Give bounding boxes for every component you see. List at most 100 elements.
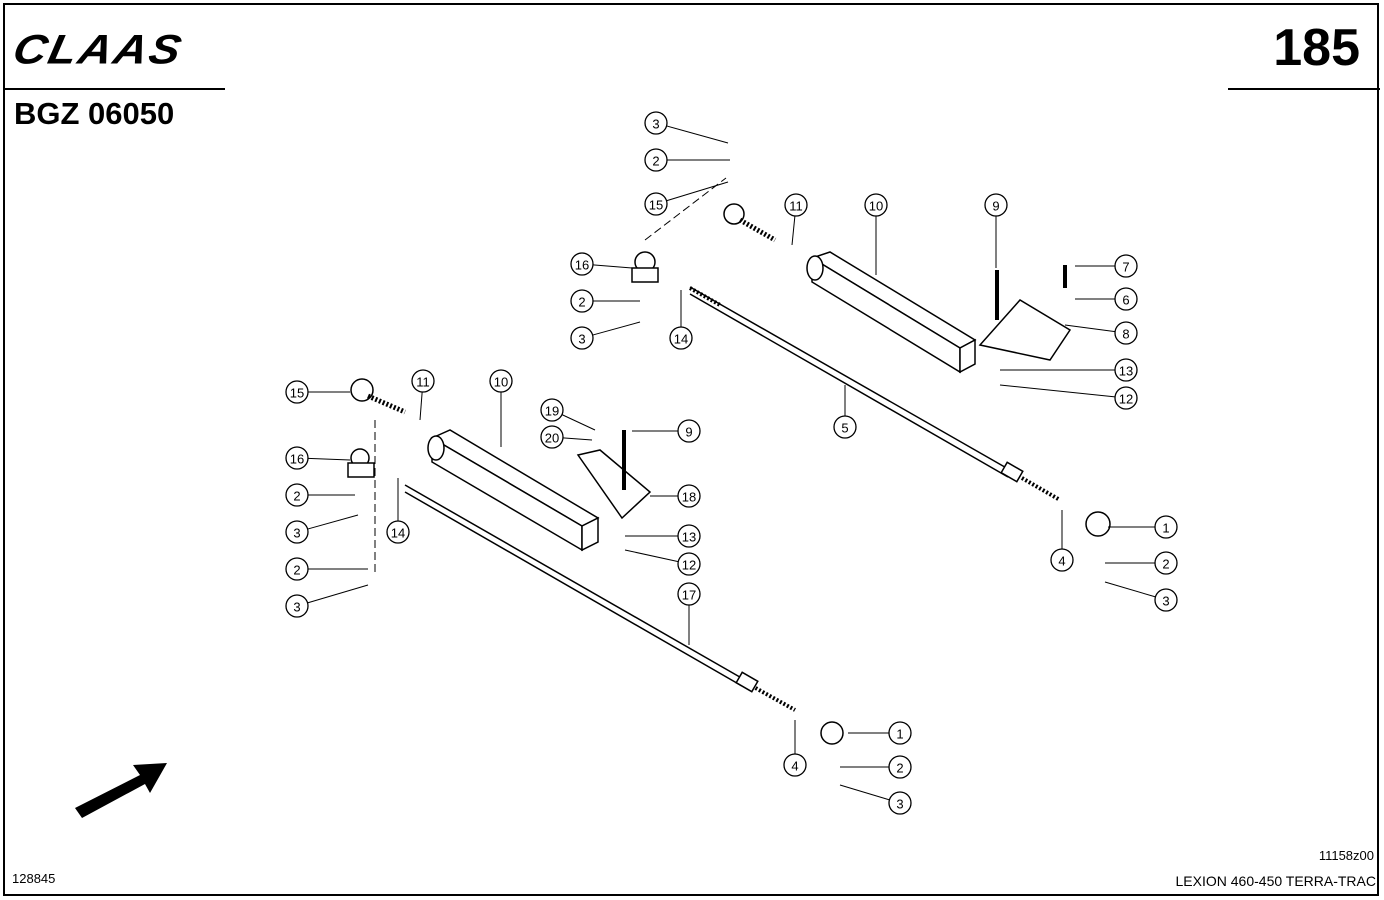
callout-2[interactable]: 2 bbox=[644, 148, 730, 172]
callout-3[interactable]: 3 bbox=[839, 784, 912, 815]
callout-7[interactable]: 7 bbox=[1075, 254, 1138, 278]
callout-9[interactable]: 9 bbox=[632, 419, 701, 443]
callout-16[interactable]: 16 bbox=[285, 446, 351, 470]
callout-15[interactable]: 15 bbox=[644, 181, 729, 216]
callout-14[interactable]: 14 bbox=[669, 290, 693, 350]
callout-2[interactable]: 2 bbox=[1105, 551, 1178, 575]
callout-number: 3 bbox=[578, 332, 585, 347]
callout-13[interactable]: 13 bbox=[1000, 358, 1138, 382]
callout-10[interactable]: 10 bbox=[489, 369, 513, 447]
callout-number: 11 bbox=[789, 199, 803, 214]
callout-2[interactable]: 2 bbox=[285, 483, 355, 507]
callout-9[interactable]: 9 bbox=[984, 193, 1008, 268]
callout-12[interactable]: 12 bbox=[999, 384, 1138, 410]
callout-20[interactable]: 20 bbox=[540, 425, 593, 449]
callout-15[interactable]: 15 bbox=[285, 380, 350, 404]
callout-number: 9 bbox=[992, 199, 999, 214]
callout-circle bbox=[677, 582, 701, 606]
callout-2[interactable]: 2 bbox=[840, 755, 912, 779]
callout-number: 3 bbox=[1162, 594, 1169, 609]
callout-number: 10 bbox=[494, 375, 508, 390]
callout-circle bbox=[411, 369, 435, 393]
callout-2[interactable]: 2 bbox=[285, 557, 368, 581]
callout-circle bbox=[644, 111, 668, 135]
callout-number: 3 bbox=[896, 797, 903, 812]
callout-16[interactable]: 16 bbox=[570, 252, 633, 276]
ball-joint bbox=[723, 203, 745, 225]
callout-4[interactable]: 4 bbox=[1050, 510, 1074, 572]
callout-number: 15 bbox=[290, 386, 304, 401]
callout-circle bbox=[1050, 548, 1074, 572]
leader-line bbox=[419, 391, 423, 421]
callout-14[interactable]: 14 bbox=[386, 478, 410, 544]
callout-circle bbox=[1114, 287, 1138, 311]
callout-11[interactable]: 11 bbox=[411, 369, 435, 421]
callout-number: 3 bbox=[293, 600, 300, 615]
callout-2[interactable]: 2 bbox=[570, 289, 640, 313]
callout-circle bbox=[677, 524, 701, 548]
callout-18[interactable]: 18 bbox=[650, 484, 701, 508]
callout-6[interactable]: 6 bbox=[1075, 287, 1138, 311]
image-reference: 11158z00 bbox=[1318, 848, 1374, 863]
callout-1[interactable]: 1 bbox=[1108, 515, 1178, 539]
callout-number: 2 bbox=[293, 489, 300, 504]
ball-joint bbox=[1085, 511, 1111, 537]
callout-1[interactable]: 1 bbox=[848, 721, 912, 745]
callout-19[interactable]: 19 bbox=[540, 398, 596, 431]
callout-3[interactable]: 3 bbox=[644, 111, 729, 144]
callout-circle bbox=[285, 557, 309, 581]
callout-circle bbox=[540, 425, 564, 449]
callout-13[interactable]: 13 bbox=[625, 524, 701, 548]
callout-circle bbox=[669, 326, 693, 350]
leader-line bbox=[666, 181, 729, 202]
callout-4[interactable]: 4 bbox=[783, 720, 807, 777]
callout-circle bbox=[489, 369, 513, 393]
callout-5[interactable]: 5 bbox=[833, 385, 857, 439]
callout-number: 16 bbox=[575, 258, 589, 273]
callout-circle bbox=[784, 193, 808, 217]
leader-line bbox=[624, 549, 679, 563]
header-divider bbox=[3, 88, 225, 90]
callout-12[interactable]: 12 bbox=[624, 549, 701, 576]
upper-cylinder bbox=[806, 251, 977, 374]
callout-8[interactable]: 8 bbox=[1064, 321, 1138, 345]
callout-number: 15 bbox=[649, 198, 663, 213]
callout-number: 2 bbox=[578, 295, 585, 310]
callout-number: 18 bbox=[682, 490, 696, 505]
callout-number: 6 bbox=[1122, 293, 1129, 308]
callout-3[interactable]: 3 bbox=[570, 321, 641, 350]
leader-line bbox=[999, 384, 1116, 398]
callout-number: 8 bbox=[1122, 327, 1129, 342]
leader-line bbox=[307, 457, 351, 461]
callout-11[interactable]: 11 bbox=[784, 193, 808, 246]
callout-number: 4 bbox=[1058, 554, 1065, 569]
callout-circle bbox=[677, 484, 701, 508]
leader-line bbox=[561, 414, 596, 431]
callout-3[interactable]: 3 bbox=[285, 584, 369, 618]
callout-number: 13 bbox=[682, 530, 696, 545]
callout-number: 12 bbox=[682, 558, 696, 573]
lower-bracket bbox=[576, 449, 652, 520]
callout-circle bbox=[1114, 321, 1138, 345]
callout-circle bbox=[833, 415, 857, 439]
drawing-frame bbox=[3, 3, 1379, 896]
callout-number: 11 bbox=[416, 375, 430, 390]
callout-number: 14 bbox=[674, 332, 688, 347]
arrow-icon bbox=[75, 763, 167, 818]
callout-circle bbox=[1154, 588, 1178, 612]
machine-model: LEXION 460-450 TERRA-TRAC bbox=[1175, 873, 1376, 889]
callout-10[interactable]: 10 bbox=[864, 193, 888, 275]
callout-number: 17 bbox=[682, 588, 696, 603]
callout-circle bbox=[386, 520, 410, 544]
ball-joint bbox=[350, 378, 374, 402]
callout-circle bbox=[644, 148, 668, 172]
callout-circle bbox=[888, 721, 912, 745]
callout-3[interactable]: 3 bbox=[285, 514, 359, 544]
callout-number: 7 bbox=[1122, 260, 1129, 275]
callout-3[interactable]: 3 bbox=[1104, 581, 1178, 612]
callout-17[interactable]: 17 bbox=[677, 582, 701, 645]
callout-circle bbox=[888, 755, 912, 779]
callout-number: 1 bbox=[896, 727, 903, 742]
callout-number: 5 bbox=[841, 421, 848, 436]
callout-number: 2 bbox=[1162, 557, 1169, 572]
